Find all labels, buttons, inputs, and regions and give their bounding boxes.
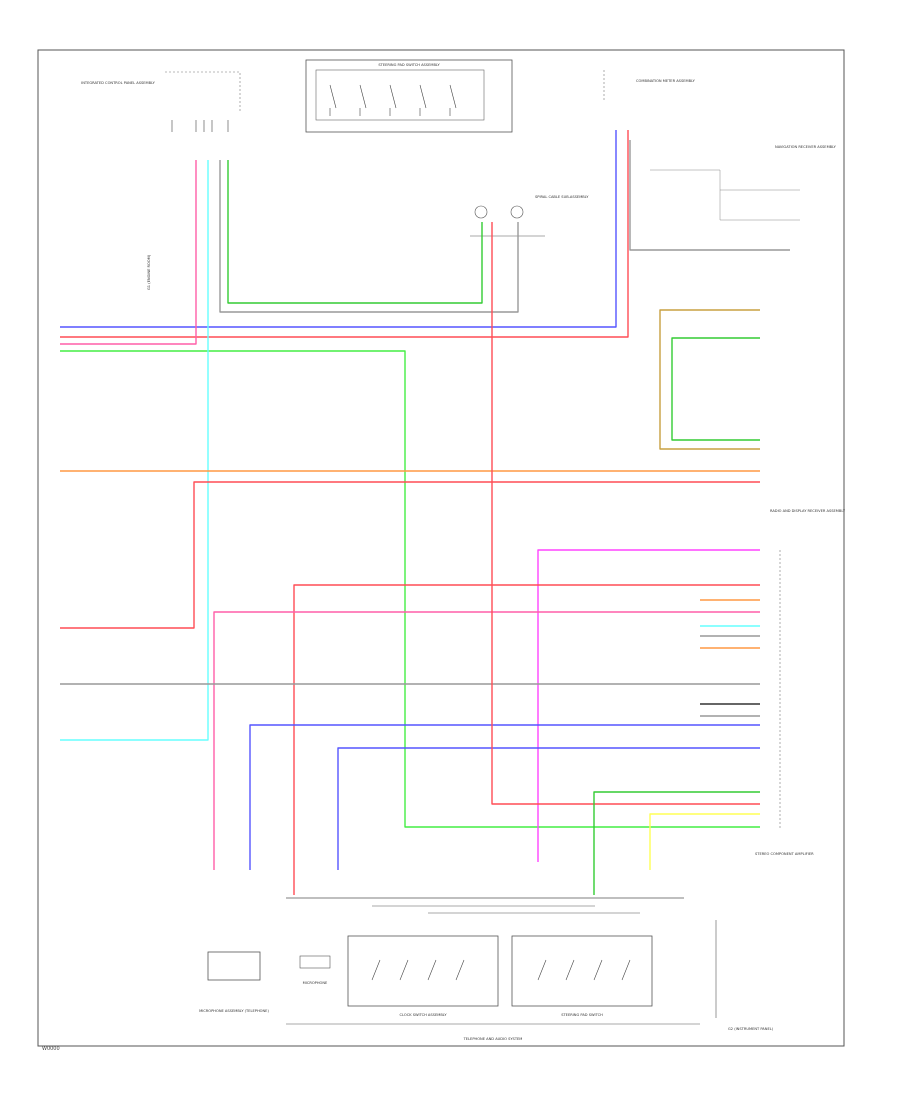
wire-magenta-9	[537, 549, 760, 862]
wire-pink-2	[60, 160, 197, 345]
wire-gray-5	[219, 160, 519, 313]
wire-pink-11	[213, 611, 760, 870]
wire-green-22	[593, 791, 760, 895]
spiral-cable-label: SPIRAL CABLE SUB-ASSEMBLY	[535, 195, 589, 199]
wire-lt_green-3	[60, 350, 760, 828]
bottom-sensor-label: MICROPHONE ASSEMBLY (TELEPHONE)	[199, 1009, 269, 1013]
page-frame	[37, 49, 845, 1047]
top-right-module: COMBINATION METER ASSEMBLY NAVIGATION RE…	[603, 70, 837, 221]
bottom-switch-1-label: CLOCK SWITCH ASSEMBLY	[399, 1013, 447, 1017]
top-left-module-label: INTEGRATED CONTROL PANEL ASSEMBLY	[81, 81, 155, 85]
ground-right-label: G2 (INSTRUMENT PANEL)	[728, 1027, 774, 1031]
wire-blue-20	[337, 747, 760, 870]
wire-red-8	[60, 481, 760, 629]
right-module-3-label: STEREO COMPONENT AMPLIFIER	[755, 852, 814, 856]
wire-tan-24	[659, 309, 760, 450]
bottom-mic-label: MICROPHONE	[303, 981, 328, 985]
wire-gray-26	[629, 140, 790, 251]
top-switch-box-label: STEERING PAD SWITCH ASSEMBLY	[378, 63, 440, 67]
right-module-1-label: NAVIGATION RECEIVER ASSEMBLY	[775, 145, 837, 149]
right-connector-block: RADIO AND DISPLAY RECEIVER ASSEMBLY STER…	[755, 509, 846, 856]
wire-blue-19	[249, 724, 760, 870]
corner-label: W0000	[42, 1046, 60, 1052]
top-right-module-label: COMBINATION METER ASSEMBLY	[636, 79, 696, 83]
right-module-2-label: RADIO AND DISPLAY RECEIVER ASSEMBLY	[770, 509, 846, 513]
wire-yellow-23	[649, 813, 760, 870]
bottom-title-label: TELEPHONE AND AUDIO SYSTEM	[463, 1037, 523, 1041]
spiral-cable: SPIRAL CABLE SUB-ASSEMBLY	[470, 195, 589, 237]
wire-blue-0	[60, 130, 617, 328]
wire-red-10	[293, 584, 760, 895]
wire-red-1	[60, 130, 629, 338]
bottom-switch-2-label: STEERING PAD SWITCH	[561, 1013, 603, 1017]
wire-red-21	[491, 222, 760, 805]
wire-cyan-6	[60, 160, 209, 741]
bottom-components: MICROPHONE ASSEMBLY (TELEPHONE) MICROPHO…	[199, 897, 774, 1041]
top-switch-box: STEERING PAD SWITCH ASSEMBLY	[305, 59, 513, 133]
wire-green-4	[227, 160, 483, 304]
top-left-module: INTEGRATED CONTROL PANEL ASSEMBLY G1 (EN…	[81, 71, 241, 290]
left-ground-label: G1 (ENGINE ROOM)	[147, 254, 151, 290]
wire-green-25	[671, 337, 760, 441]
